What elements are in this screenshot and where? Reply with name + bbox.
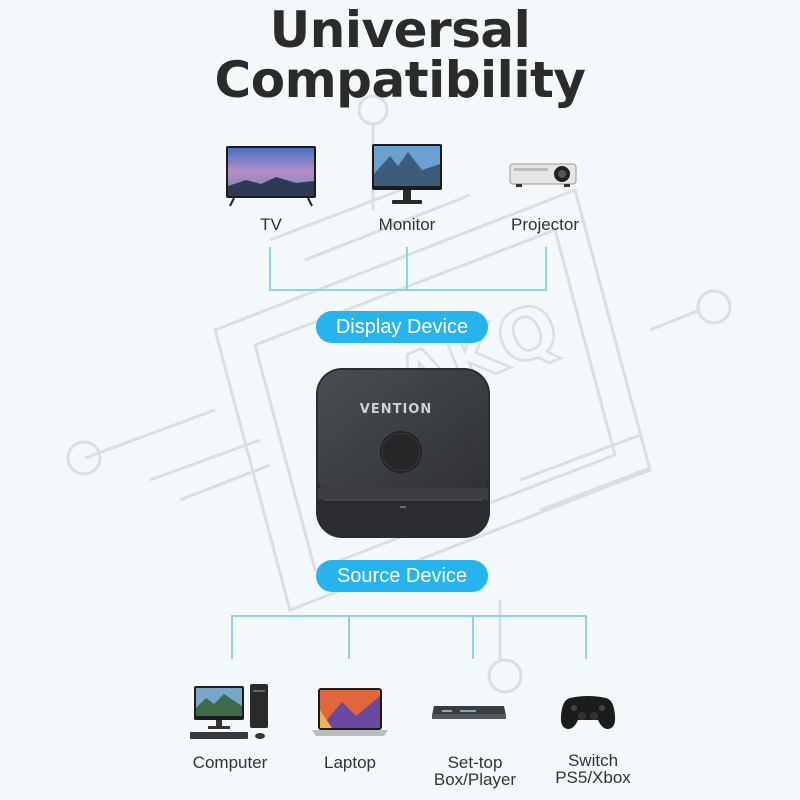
hdmi-switch-device	[316, 368, 490, 538]
connector-line	[231, 615, 587, 617]
source-label-laptop: Laptop	[324, 753, 376, 772]
connector-line	[406, 247, 408, 291]
connector-line	[545, 247, 547, 291]
settop-box-icon	[430, 702, 508, 727]
brand-logo: VENTION	[359, 402, 433, 417]
display-label-projector: Projector	[510, 215, 580, 234]
display-label-tv: TV	[260, 215, 282, 234]
laptop-icon	[312, 688, 388, 745]
source-device-pill: Source Device	[316, 560, 488, 592]
connector-line	[348, 615, 350, 659]
page-title-line1: Universal	[269, 1, 531, 59]
source-label-switch-line2: PS5/Xbox	[555, 768, 631, 787]
connector-line	[585, 615, 587, 659]
computer-icon	[190, 684, 272, 747]
page-title-line2: Compatibility	[214, 51, 586, 109]
display-device-pill: Display Device	[316, 311, 488, 343]
tv-icon	[226, 146, 316, 213]
connector-line	[472, 615, 474, 659]
monitor-icon	[372, 144, 442, 211]
gamepad-icon	[560, 692, 616, 737]
source-label-settop: Set-top	[447, 753, 503, 772]
source-label-switch: Switch	[567, 751, 619, 770]
projector-icon	[508, 160, 578, 195]
source-label-settop-line2: Box/Player	[433, 770, 517, 789]
connector-line	[269, 247, 271, 291]
connector-line	[231, 615, 233, 659]
connector-line	[269, 289, 547, 291]
display-label-monitor: Monitor	[378, 215, 436, 234]
source-label-computer: Computer	[192, 753, 268, 772]
